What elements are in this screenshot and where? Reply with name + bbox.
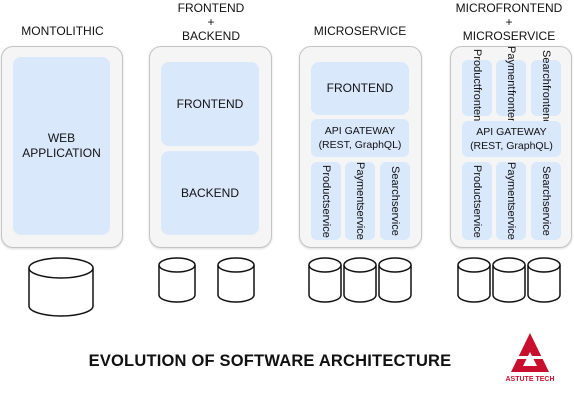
microservice-api-gateway-box: API GATEWAY (REST, GraphQL) xyxy=(311,119,409,157)
microfrontend-title: MICROFRONTEND + MICROSERVICE xyxy=(455,1,563,43)
microfrontend-database-icon-1 xyxy=(457,257,491,303)
web-application-box: WEB APPLICATION xyxy=(13,57,110,235)
microservice-title: MICROSERVICE xyxy=(313,24,407,38)
frontend-box: FRONTEND xyxy=(161,62,259,146)
diagram-title: EVOLUTION OF SOFTWARE ARCHITECTURE xyxy=(88,352,452,370)
microservice-database-icon-3 xyxy=(378,257,412,303)
microfrontend-database-icon-2 xyxy=(492,257,526,303)
frontend-backend-title: FRONTEND + BACKEND xyxy=(177,1,245,43)
microservice-database-icon-1 xyxy=(308,257,342,303)
backend-box: BACKEND xyxy=(161,151,259,235)
microfrontend-api-gateway-box: API GATEWAY (REST, GraphQL) xyxy=(462,121,561,157)
backend-database-icon-2 xyxy=(217,257,255,303)
microservice-frontend-box: FRONTEND xyxy=(311,62,409,115)
microservice-database-icon-2 xyxy=(343,257,377,303)
monolithic-panel: WEB APPLICATION xyxy=(1,46,123,248)
microfrontend-database-icon-3 xyxy=(527,257,561,303)
backend-database-icon-1 xyxy=(158,257,196,303)
microservice-panel: FRONTEND API GATEWAY (REST, GraphQL) Pro… xyxy=(299,46,422,248)
monolith-database-icon xyxy=(28,257,94,317)
monolithic-title: MONTOLITHIC xyxy=(21,24,104,38)
logo-text: ASTUTE TECH xyxy=(505,376,555,383)
frontend-backend-panel: FRONTEND BACKEND xyxy=(149,46,272,248)
